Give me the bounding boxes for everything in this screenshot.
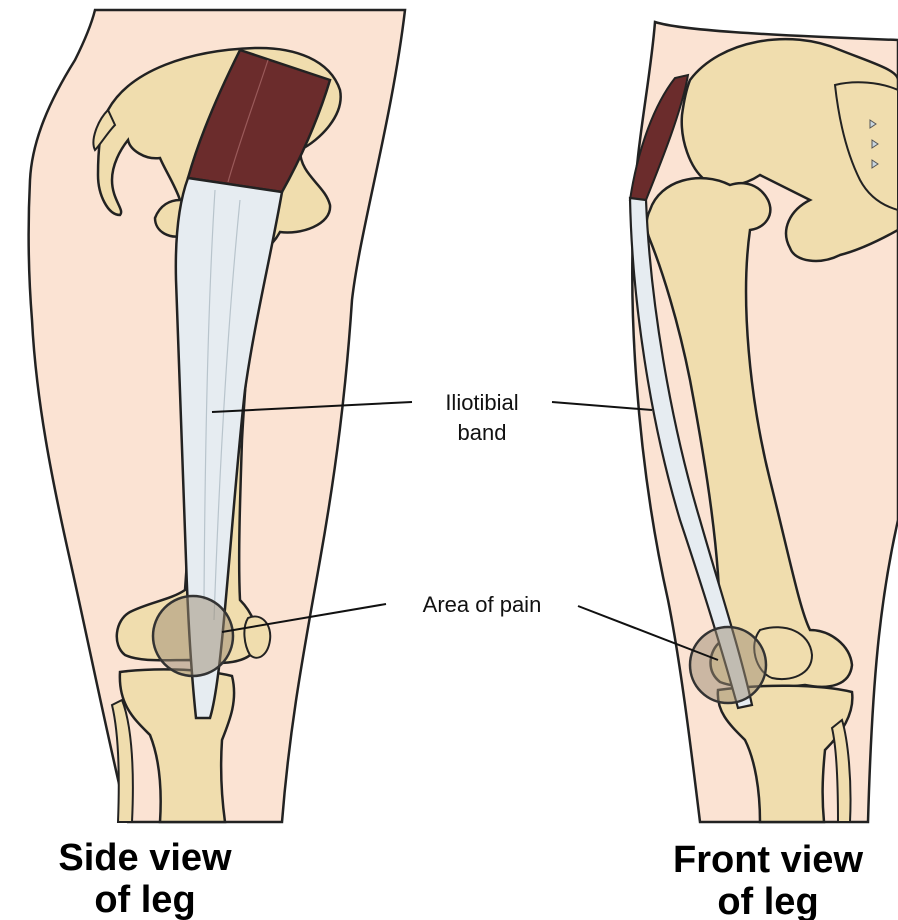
front-view-caption-line1: Front view xyxy=(673,839,863,881)
front-view-caption-line2: of leg xyxy=(717,881,818,920)
front-view-illustration xyxy=(630,22,898,822)
iliotibial-label-line1: Iliotibial xyxy=(445,390,518,415)
side-patella xyxy=(244,617,270,658)
iliotibial-label-line2: band xyxy=(458,420,507,445)
side-pain-area xyxy=(153,596,233,676)
area-of-pain-label: Area of pain xyxy=(423,592,542,617)
front-pain-area xyxy=(690,627,766,703)
side-view-caption-line2: of leg xyxy=(94,879,195,920)
side-view-caption-line1: Side view xyxy=(58,837,232,879)
side-view-illustration xyxy=(29,10,405,822)
